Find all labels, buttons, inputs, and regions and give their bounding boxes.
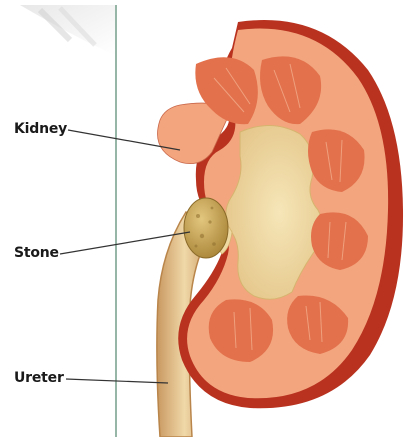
background-shading: [20, 5, 115, 55]
ureter-label: Ureter: [14, 370, 64, 386]
kidney-stone: [184, 198, 228, 258]
ureter-leader-line: [66, 379, 168, 383]
stone-label: Stone: [14, 245, 59, 261]
kidney-label: Kidney: [14, 121, 67, 137]
